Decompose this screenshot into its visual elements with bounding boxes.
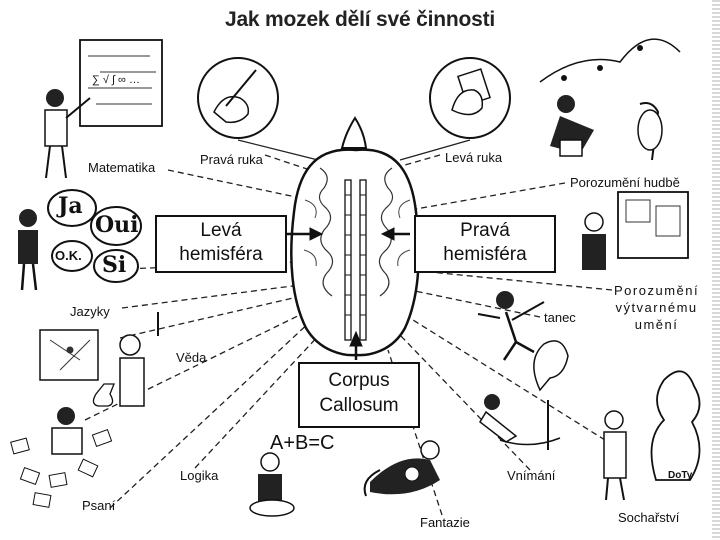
logic-illustration [249,452,295,517]
label-fantazie: Fantazie [420,515,470,530]
label-socharstvi: Sochařství [618,510,680,525]
diagram-title: Jak mozek dělí své činnosti [224,8,496,31]
music-illustration [539,38,681,161]
art-illustration [582,191,689,270]
pointer-right-hand [237,139,319,161]
label-vytvarne-line1: Porozumění [614,283,700,298]
speech-si: Si [102,252,127,278]
right-hemisphere-line2: hemisféra [443,244,527,265]
corpus-callosum-line1: Corpus [328,370,390,391]
label-hudba: Porozumění hudbě [570,175,680,190]
hemisphere-arrows [285,227,410,360]
label-jazyky: Jazyky [70,304,110,319]
pointer-left-hand [399,139,471,161]
label-tanec: tanec [544,310,576,325]
right-hand-circle [197,57,279,139]
dance-illustration [477,291,545,361]
label-prava-ruka: Pravá ruka [200,152,263,167]
corpus-callosum-strip [344,179,367,341]
formula-text: A+B=C [270,432,335,454]
sculpture-illustration [603,370,701,501]
label-vytvarne: Porozumění výtvarnému umění [614,282,699,333]
left-hemisphere-line1: Levá [200,220,242,241]
speech-oui: Oui [95,212,139,238]
right-hemisphere-box: Pravá hemisféra [414,215,556,273]
label-vytvarne-line2: výtvarnému [615,300,698,315]
corpus-callosum-box: Corpus Callosum [298,362,420,428]
label-logika: Logika [180,468,219,483]
label-vytvarne-line3: umění [634,317,679,332]
languages-illustration [18,189,142,291]
right-hemisphere-line1: Pravá [460,220,510,241]
label-leva-ruka: Levá ruka [445,150,503,165]
slide-edge-strip [712,0,720,540]
perception-illustration [479,340,569,450]
speech-ja: Ja [58,193,83,219]
left-hemisphere-box: Levá hemisféra [155,215,287,273]
label-matematika: Matematika [88,160,156,175]
writing-illustration [10,407,113,508]
math-illustration [44,39,163,179]
fantasy-illustration [363,440,440,497]
label-veda: Věda [176,350,207,365]
left-hand-circle [429,57,511,139]
left-hemisphere-line2: hemisféra [179,244,263,265]
label-vnimani: Vnímání [507,468,556,483]
label-psani: Psaní [82,498,116,513]
corpus-callosum-line2: Callosum [319,395,399,416]
speech-ok: O.K. [55,248,82,263]
math-board-text: ∑ √ ∫ ∞ … [92,74,140,86]
sculpture-sign: DoTy [668,470,693,481]
science-illustration [39,312,159,407]
